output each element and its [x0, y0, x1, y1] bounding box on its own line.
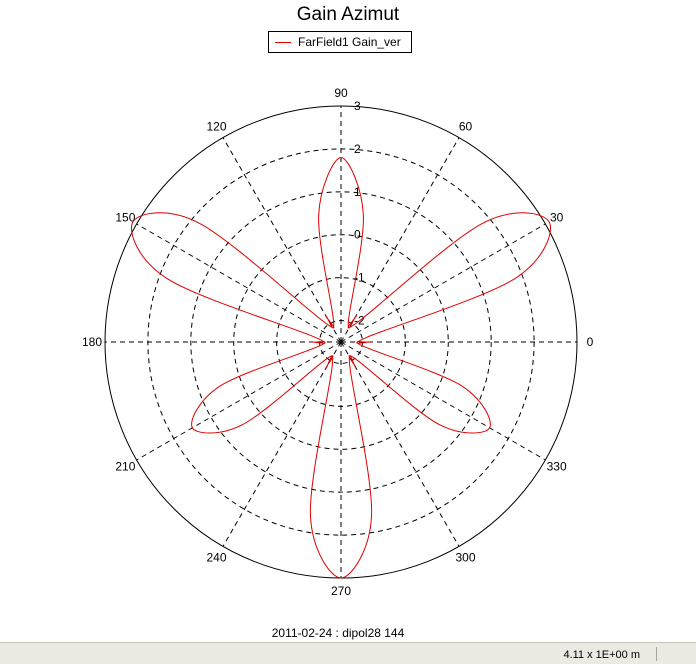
grid-spoke [340, 341, 460, 547]
grid-circle [190, 191, 492, 493]
radius-tick-label: 0 [354, 228, 361, 242]
radius-tick-label: 1 [354, 185, 361, 199]
angle-tick-label: 120 [206, 119, 226, 133]
angle-tick-label: 30 [550, 211, 564, 225]
grid-spoke [136, 223, 342, 343]
legend-label: FarField1 Gain_ver [298, 35, 401, 49]
angle-tick-label: 90 [334, 86, 348, 100]
coordinate-readout: 4.11 x 1E+00 m [563, 649, 640, 661]
angle-tick-label: 330 [547, 460, 567, 474]
angle-tick-label: 60 [459, 119, 473, 133]
angle-tick-label: 240 [206, 551, 226, 565]
grid-spoke [340, 223, 546, 343]
grid-spoke [136, 341, 342, 461]
grid-spoke [222, 341, 342, 547]
angle-tick-label: 270 [331, 584, 351, 598]
grid-circle [233, 234, 449, 450]
legend-swatch [275, 42, 291, 43]
status-divider [656, 647, 657, 661]
grid-spoke [222, 137, 342, 343]
radius-tick-label: 2 [354, 142, 361, 156]
radius-tick-label: 3 [354, 99, 361, 113]
chart-title: Gain Azimut [296, 4, 400, 25]
status-bar: 4.11 x 1E+00 m [0, 642, 696, 664]
series-line [131, 156, 551, 579]
grid-spoke [340, 341, 546, 461]
angle-tick-label: 210 [115, 460, 135, 474]
angle-tick-label: 150 [115, 211, 135, 225]
angle-tick-label: 180 [82, 335, 102, 349]
legend: FarField1 Gain_ver [268, 31, 412, 53]
angle-tick-label: 300 [455, 551, 475, 565]
chart-footer: 2011-02-24 : dipol28 144 [271, 626, 405, 640]
angle-tick-label: 0 [587, 335, 594, 349]
grid-spoke [340, 137, 460, 343]
radius-tick-label: -1 [354, 271, 365, 285]
